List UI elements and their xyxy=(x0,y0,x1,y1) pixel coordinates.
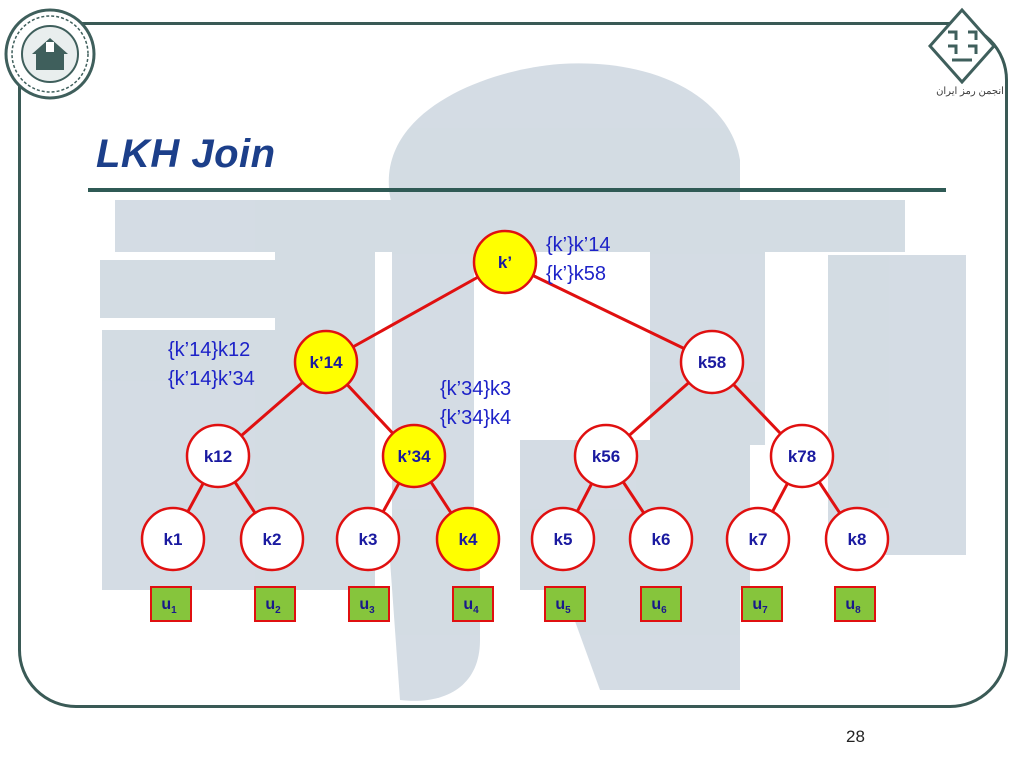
tree-node-label-root: k’ xyxy=(498,253,512,272)
user-box-rect-1 xyxy=(150,586,192,622)
tree-node-k58: k58 xyxy=(679,329,745,395)
tree-node-k5: k5 xyxy=(530,506,596,572)
tree-node-circle-k3 xyxy=(335,506,401,572)
user-box-rect-7 xyxy=(741,586,783,622)
user-box-1: u1 xyxy=(150,586,192,622)
user-box-8: u8 xyxy=(834,586,876,622)
user-box-rect-2 xyxy=(254,586,296,622)
university-emblem-icon xyxy=(4,8,96,100)
tree-node-k56: k56 xyxy=(573,423,639,489)
annotation-root-line-2: {k’}k58 xyxy=(546,263,607,285)
tree-node-circle-k1 xyxy=(140,506,206,572)
tree-node-label-k2: k2 xyxy=(263,530,282,549)
tree-node-circle-k78 xyxy=(769,423,835,489)
logo-caption: انجمن رمز ایران xyxy=(936,86,1004,97)
tree-node-k12: k12 xyxy=(185,423,251,489)
tree-node-circle-k14 xyxy=(293,329,359,395)
tree-node-circle-root xyxy=(472,229,538,295)
tree-node-k2: k2 xyxy=(239,506,305,572)
user-box-2: u2 xyxy=(254,586,296,622)
user-box-5: u5 xyxy=(544,586,586,622)
tree-node-label-k5: k5 xyxy=(554,530,573,549)
tree-node-k1: k1 xyxy=(140,506,206,572)
tree-node-k3: k3 xyxy=(335,506,401,572)
tree-node-circle-k12 xyxy=(185,423,251,489)
tree-edge-root-k14 xyxy=(325,260,506,364)
tree-node-label-k8: k8 xyxy=(848,530,867,549)
tree-node-label-k4: k4 xyxy=(459,530,478,549)
annotation-root-line-1: {k’}k’14 xyxy=(546,234,611,256)
tree-node-k8: k8 xyxy=(824,506,890,572)
page-title: LKH Join xyxy=(96,132,276,176)
tree-node-root: k’ xyxy=(472,229,538,295)
tree-node-k6: k6 xyxy=(628,506,694,572)
tree-node-circle-k5 xyxy=(530,506,596,572)
tree-node-circle-k8 xyxy=(824,506,890,572)
tree-node-circle-k56 xyxy=(573,423,639,489)
user-box-rect-4 xyxy=(452,586,494,622)
tree-node-label-k78: k78 xyxy=(788,447,816,466)
user-box-6: u6 xyxy=(640,586,682,622)
tree-node-k4: k4 xyxy=(435,506,501,572)
user-box-rect-8 xyxy=(834,586,876,622)
user-box-3: u3 xyxy=(348,586,390,622)
annotation-k14: {k’14}k12 {k’14}k’34 xyxy=(168,336,255,394)
tree-node-circle-k6 xyxy=(628,506,694,572)
tree-node-k78: k78 xyxy=(769,423,835,489)
tree-node-circle-k58 xyxy=(679,329,745,395)
tree-node-label-k3: k3 xyxy=(359,530,378,549)
iranian-cryptology-society-logo-icon xyxy=(927,7,997,84)
tree-node-circle-k34 xyxy=(381,423,447,489)
tree-node-label-k12: k12 xyxy=(204,447,232,466)
tree-node-label-k34: k’34 xyxy=(397,447,431,466)
annotation-k34: {k’34}k3 {k’34}k4 xyxy=(440,375,511,433)
user-box-7: u7 xyxy=(741,586,783,622)
user-box-rect-3 xyxy=(348,586,390,622)
user-box-4: u4 xyxy=(452,586,494,622)
slide-frame xyxy=(18,22,1008,708)
annotation-root: {k’}k’14 {k’}k58 xyxy=(546,231,611,289)
tree-node-label-k14: k’14 xyxy=(309,353,343,372)
user-box-rect-6 xyxy=(640,586,682,622)
tree-node-label-k6: k6 xyxy=(652,530,671,549)
annotation-k14-line-2: {k’14}k’34 xyxy=(168,368,255,390)
user-box-rect-5 xyxy=(544,586,586,622)
tree-node-label-k58: k58 xyxy=(698,353,726,372)
tree-node-circle-k2 xyxy=(239,506,305,572)
annotation-k34-line-2: {k’34}k4 xyxy=(440,407,512,429)
tree-node-label-k56: k56 xyxy=(592,447,620,466)
tree-edge-root-k58 xyxy=(504,260,713,364)
page-number: 28 xyxy=(846,727,865,746)
tree-node-label-k1: k1 xyxy=(164,530,183,549)
tree-node-k14: k’14 xyxy=(293,329,359,395)
tree-node-label-k7: k7 xyxy=(749,530,768,549)
tree-node-circle-k7 xyxy=(725,506,791,572)
annotation-k34-line-1: {k’34}k3 xyxy=(440,378,512,400)
tree-node-circle-k4 xyxy=(435,506,501,572)
annotation-k14-line-1: {k’14}k12 xyxy=(168,339,251,361)
tree-node-k7: k7 xyxy=(725,506,791,572)
tree-node-k34: k’34 xyxy=(381,423,447,489)
title-underline xyxy=(88,188,946,192)
